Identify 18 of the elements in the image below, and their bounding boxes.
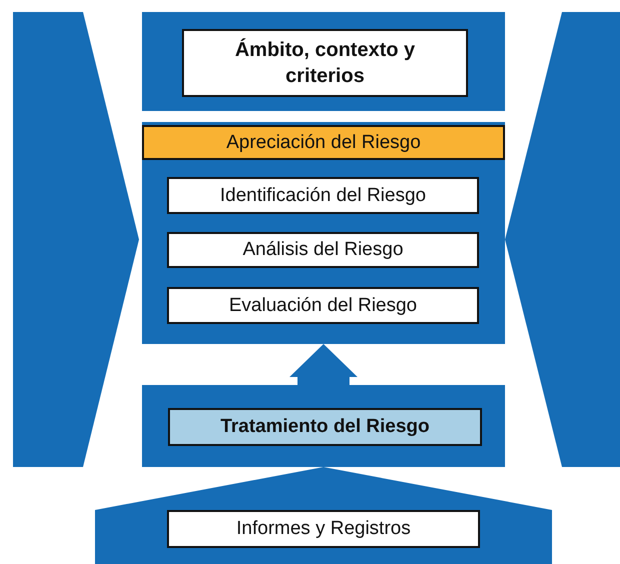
process-box: [167, 510, 480, 548]
panel: [142, 12, 505, 111]
box-label: Ámbito, contexto y criterios: [234, 37, 416, 89]
process-box: [167, 177, 479, 214]
box-label: Análisis del Riesgo: [242, 239, 404, 261]
header-band: [142, 125, 505, 160]
box-label: Informes y Registros: [236, 518, 411, 540]
box-label: Apreciación del Riesgo: [226, 132, 421, 154]
process-box: [167, 232, 479, 268]
panel: [142, 122, 505, 344]
process-box: [168, 408, 482, 446]
panel: [142, 385, 505, 467]
process-box: [167, 287, 479, 324]
box-label: Identificación del Riesgo: [220, 184, 426, 206]
box-label: Evaluación del Riesgo: [228, 294, 417, 316]
scope-box: [182, 29, 468, 97]
box-label: Tratamiento del Riesgo: [220, 416, 430, 438]
block-arrow: [290, 344, 358, 385]
